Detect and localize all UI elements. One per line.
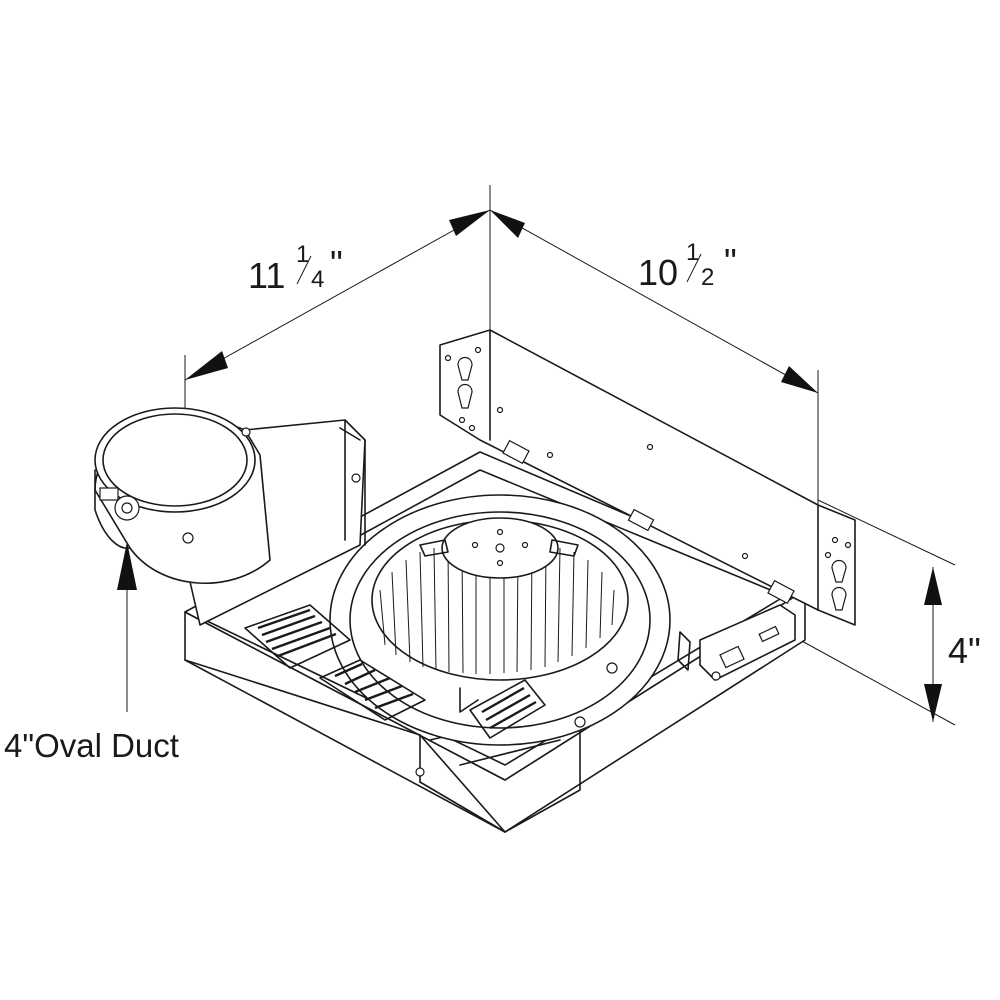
length-arrow-left [185,351,228,380]
height-arrow-bottom [924,684,942,722]
duct-connector [94,407,366,626]
width-arrow-left [490,210,525,238]
length-denominator: 4 [311,266,324,293]
length-dimension-line [184,209,491,381]
warning-label-right [469,679,546,739]
bracket-tab-right [767,579,795,605]
width-numerator: 1 [686,239,699,266]
bracket-tab-left [502,439,530,465]
width-whole: 10 [638,252,678,293]
duct-arrow [117,542,137,590]
length-unit: " [330,243,343,284]
warning-labels [244,604,546,739]
duct-callout-label: 4"Oval Duct [4,727,179,764]
electrical-box [415,604,796,777]
width-unit: " [724,241,737,282]
length-numerator: 1 [296,241,309,268]
duct-opening [94,407,256,513]
width-arrow-right [781,366,818,393]
warning-label-center [319,659,426,721]
warning-label-left [244,604,351,669]
mounting-bracket [439,329,856,626]
dimension-arrows [117,210,942,722]
width-dimension-line [489,209,819,394]
length-dimension-label: 11 1 4 " [248,241,343,296]
length-arrow-right [449,210,490,236]
width-denominator: 2 [701,264,714,291]
blower-wheel-blades [379,545,615,674]
bracket-plate [439,329,856,626]
dimension-lines [126,185,956,726]
width-dimension-label: 10 1 2 " [638,239,737,293]
height-arrow-top [924,567,942,605]
length-whole: 11 [248,255,285,296]
height-dimension-label: 4" [948,630,981,671]
bracket-tab-middle [627,508,655,532]
blower-assembly [329,494,671,746]
